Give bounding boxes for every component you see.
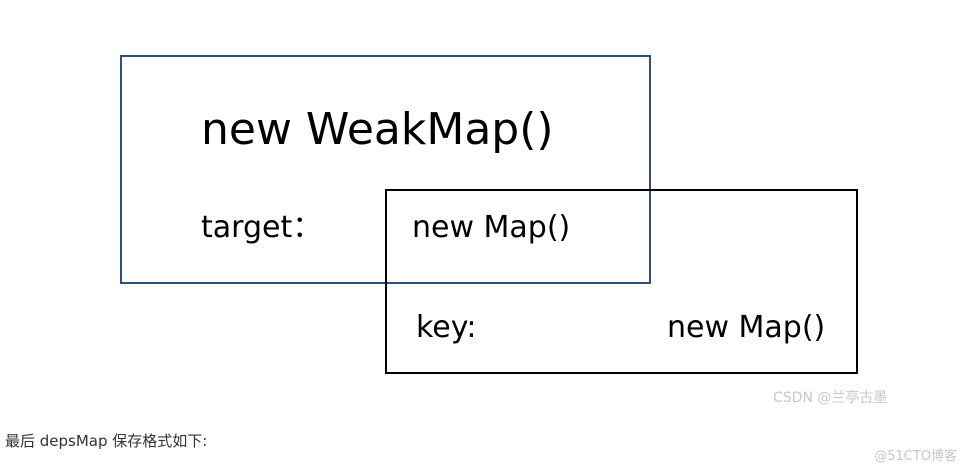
map-box (385, 189, 858, 374)
weakmap-title: new WeakMap() (201, 104, 554, 155)
caption-text: 最后 depsMap 保存格式如下: (5, 432, 208, 450)
map-title: new Map() (412, 210, 571, 245)
target-label: target： (201, 210, 323, 245)
nested-map-label: new Map() (667, 310, 826, 345)
key-label: key: (416, 310, 477, 345)
51cto-watermark: @51CTO博客 (874, 449, 957, 464)
csdn-watermark: CSDN @兰亭古墨 (773, 390, 888, 406)
